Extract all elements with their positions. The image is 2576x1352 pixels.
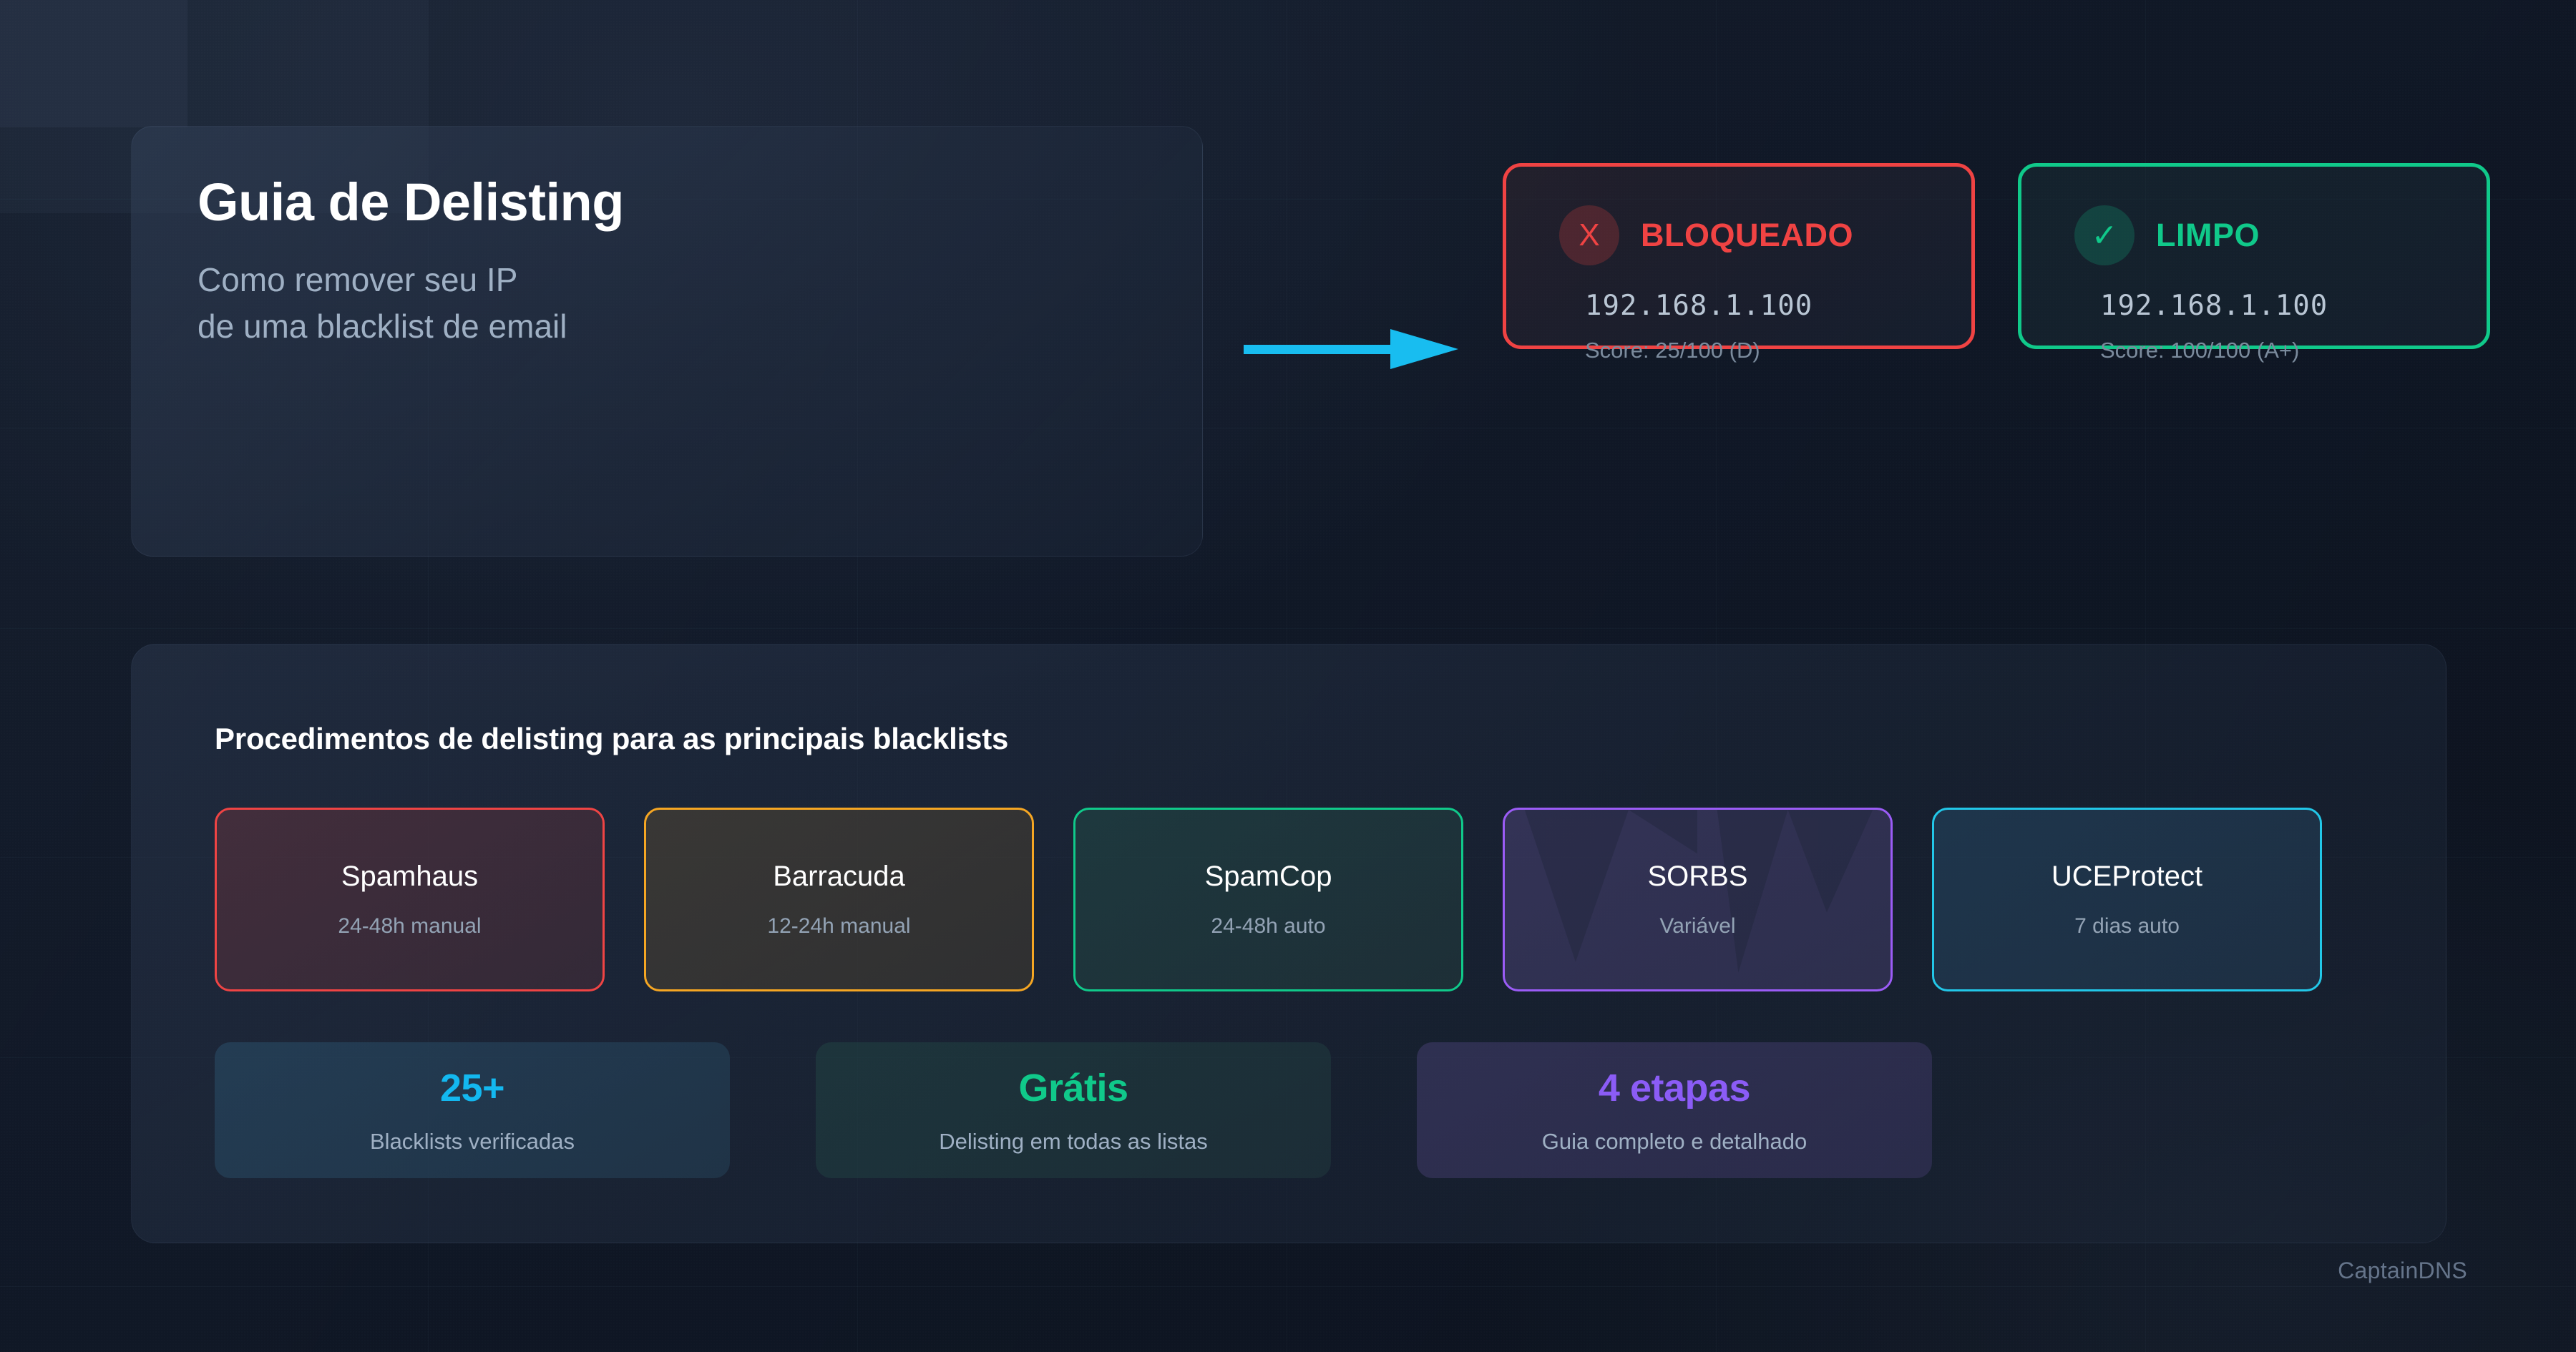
stat-value: 25+ <box>439 1067 505 1109</box>
stat-card-price: Grátis Delisting em todas as listas <box>816 1042 1331 1178</box>
check-mark-icon: ✓ <box>2074 205 2135 265</box>
status-header-blocked: X BLOQUEADO <box>1559 205 1971 265</box>
status-card-blocked: X BLOQUEADO 192.168.1.100 Score: 25/100 … <box>1503 163 1975 363</box>
blacklist-card-barracuda[interactable]: Barracuda 12-24h manual <box>644 808 1034 991</box>
panel-title: Procedimentos de delisting para as princ… <box>215 722 1009 755</box>
stat-card-steps: 4 etapas Guia completo e detalhado <box>1417 1042 1932 1178</box>
status-header-clean: ✓ LIMPO <box>2074 205 2487 265</box>
brand-watermark: CaptainDNS <box>2338 1258 2467 1283</box>
background-corner-block-outer <box>0 0 428 213</box>
blacklist-card-sorbs[interactable]: SORBS Variável <box>1503 808 1893 991</box>
stat-value: 4 etapas <box>1598 1067 1751 1109</box>
stat-card-blacklists-count: 25+ Blacklists verificadas <box>215 1042 730 1178</box>
stat-label: Guia completo e detalhado <box>1541 1129 1807 1154</box>
stat-label: Delisting em todas as listas <box>939 1129 1208 1154</box>
status-card-clean: ✓ LIMPO 192.168.1.100 Score: 100/100 (A+… <box>2018 163 2490 363</box>
arrow-right-icon <box>1244 329 1458 369</box>
page-title: Guia de Delisting <box>197 172 624 232</box>
status-badge: LIMPO <box>2156 217 2260 253</box>
blacklist-name: Barracuda <box>773 861 905 892</box>
status-ip-address: 192.168.1.100 <box>2100 290 2328 322</box>
blacklist-card-spamhaus[interactable]: Spamhaus 24-48h manual <box>215 808 605 991</box>
stat-label: Blacklists verificadas <box>370 1129 575 1154</box>
background-corner-block-inner <box>0 0 187 127</box>
hero-card: Guia de Delisting Como remover seu IP de… <box>131 126 1203 557</box>
hero-subtitle-line-2: de uma blacklist de email <box>197 308 567 346</box>
stat-value: Grátis <box>1018 1067 1128 1109</box>
blacklist-name: SORBS <box>1647 861 1748 892</box>
status-score: Score: 25/100 (D) <box>1585 338 1760 363</box>
blacklist-card-spamcop[interactable]: SpamCop 24-48h auto <box>1073 808 1463 991</box>
status-score: Score: 100/100 (A+) <box>2100 338 2300 363</box>
stats-row: 25+ Blacklists verificadas Grátis Delist… <box>215 1042 2361 1178</box>
blacklist-name: UCEProtect <box>2051 861 2203 892</box>
flow-arrow <box>1244 320 1473 378</box>
zigzag-decoration-icon <box>1524 810 1873 973</box>
procedures-panel: Procedimentos de delisting para as princ… <box>131 644 2446 1243</box>
blacklist-time: 7 dias auto <box>2074 914 2180 938</box>
blacklist-time: 12-24h manual <box>767 914 911 938</box>
blacklist-time: 24-48h auto <box>1211 914 1326 938</box>
blacklist-time: Variável <box>1659 914 1736 938</box>
status-badge: BLOQUEADO <box>1641 217 1853 253</box>
hero-subtitle-line-1: Como remover seu IP <box>197 260 518 298</box>
blacklist-card-uceprotect[interactable]: UCEProtect 7 dias auto <box>1932 808 2322 991</box>
blacklist-card-row: Spamhaus 24-48h manual Barracuda 12-24h … <box>215 808 2361 991</box>
blacklist-name: SpamCop <box>1204 861 1332 892</box>
blacklist-time: 24-48h manual <box>338 914 482 938</box>
hero-subtitle: Como remover seu IP de uma blacklist de … <box>197 257 1202 351</box>
x-mark-icon: X <box>1559 205 1619 265</box>
blacklist-name: Spamhaus <box>341 861 479 892</box>
status-ip-address: 192.168.1.100 <box>1585 290 1813 322</box>
